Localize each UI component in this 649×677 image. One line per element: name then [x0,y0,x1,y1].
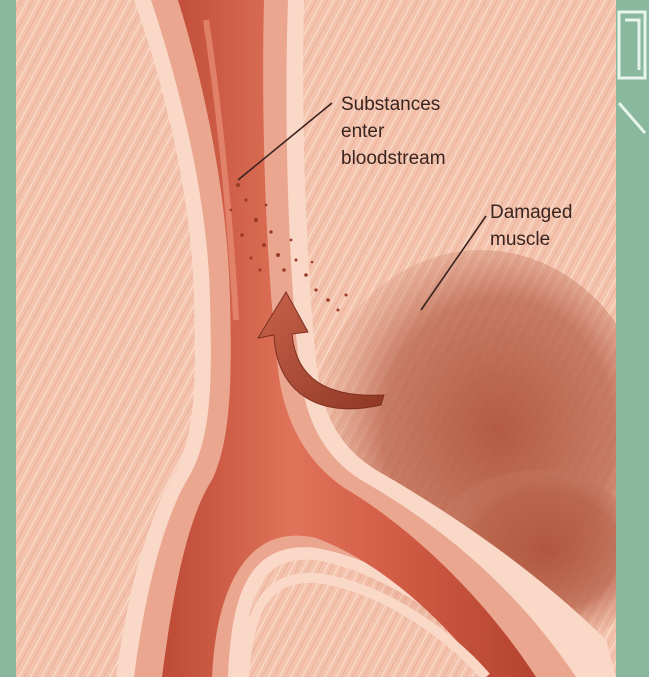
frame-corner-icon [617,8,649,138]
muscle-illustration [16,0,616,677]
substances-label: Substances enter bloodstream [341,91,446,172]
damaged-muscle-label: Damaged muscle [490,199,572,253]
